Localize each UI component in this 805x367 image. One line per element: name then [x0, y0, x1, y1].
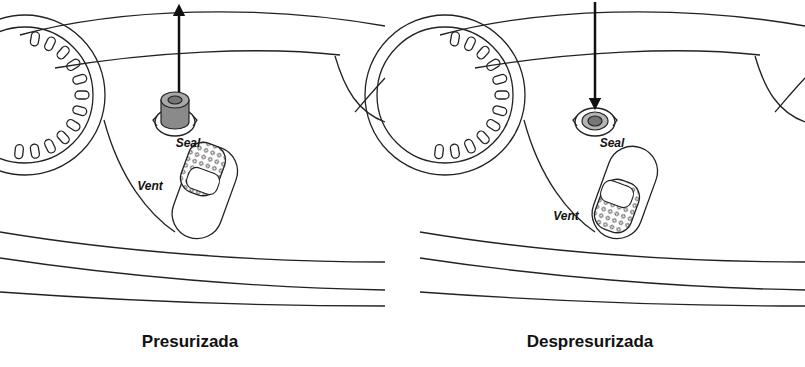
part-label: Vent [553, 209, 579, 223]
down-arrow [594, 2, 597, 104]
up-arrow [178, 10, 181, 92]
seal-button-flush [582, 112, 608, 130]
vent-slider-down [590, 175, 643, 237]
part-label: Seal [600, 136, 625, 150]
caption: Presurizada [142, 332, 238, 352]
lid-right [365, 12, 805, 306]
part-label: Vent [137, 179, 163, 193]
caption: Despresurizada [527, 332, 654, 352]
lid-left [0, 12, 385, 306]
seal-button-raised [161, 92, 189, 129]
part-label: Seal [176, 136, 201, 150]
